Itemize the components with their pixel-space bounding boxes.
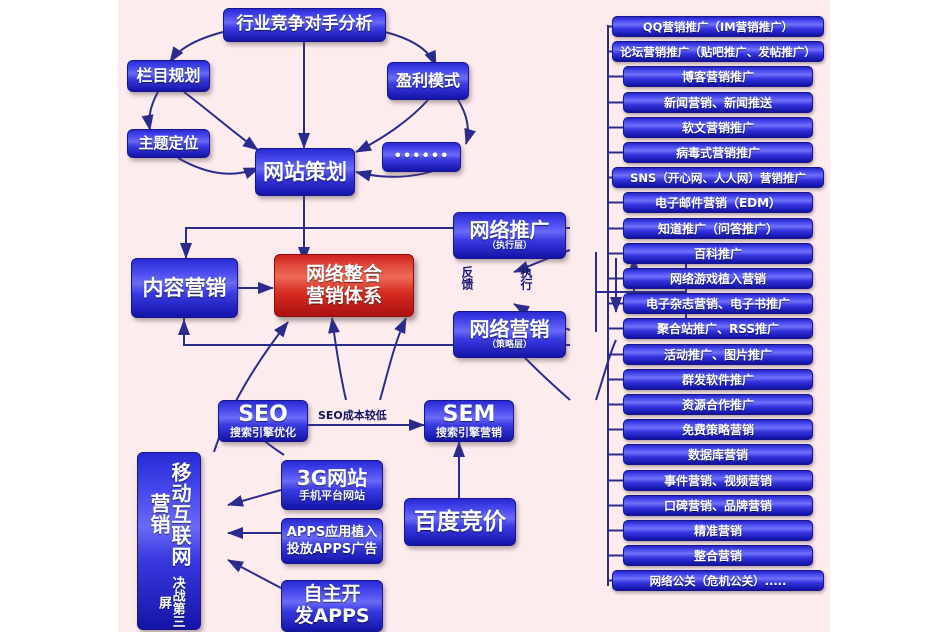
channel-item-label: 活动推广、图片推广 <box>663 348 772 362</box>
node-ellipsis[interactable]: •••••• <box>382 142 461 172</box>
node-competitor-analysis[interactable]: 行业竞争对手分析 <box>223 8 386 42</box>
channel-item-label: 新闻营销、新闻推送 <box>663 96 772 110</box>
channel-item[interactable]: 数据库营销 <box>623 444 813 465</box>
channel-item[interactable]: SNS（开心网、人人网）营销推广 <box>612 167 824 188</box>
node-label: 内容营销 <box>142 275 227 300</box>
node-label: •••••• <box>393 149 450 165</box>
channel-item-label: 论坛营销推广（贴吧推广、发帖推广） <box>620 44 816 59</box>
channel-item[interactable]: 口碑营销、品牌营销 <box>623 495 813 516</box>
node-seo[interactable]: SEO 搜索引擎优化 <box>218 400 308 442</box>
channel-item-label: 软文营销推广 <box>681 121 754 135</box>
node-label: 网站策划 <box>263 159 347 184</box>
node-apps-embed[interactable]: APPS应用植入 投放APPS广告 <box>281 518 383 564</box>
channel-item[interactable]: 软文营销推广 <box>623 117 813 138</box>
label-execute: 执行 <box>519 266 533 290</box>
node-label: SEO <box>238 402 288 428</box>
node-label: 主题定位 <box>138 133 199 152</box>
label-seo-cost: SEO成本较低 <box>318 409 387 422</box>
channel-item[interactable]: 网络公关（危机公关）..... <box>612 570 824 591</box>
node-sublabel: （策略层） <box>486 339 532 350</box>
channel-item[interactable]: 知道推广（问答推广） <box>623 218 813 239</box>
node-sublabel: （执行层） <box>486 240 532 251</box>
node-sublabel: 搜索引擎优化 <box>230 426 296 440</box>
node-sublabel: 决战第三屏 <box>156 576 185 629</box>
node-site-planning[interactable]: 网站策划 <box>255 148 355 196</box>
channel-item-label: 网络公关（危机公关）..... <box>649 573 787 588</box>
channel-item-label: 精准营销 <box>693 524 742 538</box>
node-label: 网络推广 <box>469 217 550 242</box>
node-sublabel: 手机平台网站 <box>299 489 365 503</box>
channel-item[interactable]: 百科推广 <box>623 243 813 264</box>
channel-item[interactable]: 网络游戏植入营销 <box>623 268 813 289</box>
channel-item[interactable]: 电子邮件营销（EDM） <box>623 192 813 213</box>
channel-item-label: QQ营销推广（IM营销推广） <box>642 19 794 34</box>
node-network-promotion[interactable]: 网络推广 （执行层） <box>453 212 566 259</box>
channel-item-label: SNS（开心网、人人网）营销推广 <box>630 170 806 185</box>
channel-item-label: 资源合作推广 <box>681 398 754 412</box>
node-label: 行业竞争对手分析 <box>236 14 373 35</box>
channel-item[interactable]: 事件营销、视频营销 <box>623 470 813 491</box>
channel-item[interactable]: 聚合站推广、RSS推广 <box>623 318 813 339</box>
node-label: 网络营销 <box>469 316 550 341</box>
apps-line-2: 投放APPS广告 <box>286 541 378 557</box>
devapps-line-2: 发APPS <box>294 605 370 627</box>
channel-item[interactable]: 精准营销 <box>623 520 813 541</box>
node-label: SEM <box>442 402 496 428</box>
devapps-line-1: 自主开 <box>303 583 361 606</box>
channel-item[interactable]: 论坛营销推广（贴吧推广、发帖推广） <box>612 41 824 62</box>
channel-item[interactable]: 资源合作推广 <box>623 394 813 415</box>
node-network-marketing[interactable]: 网络营销 （策略层） <box>453 311 566 358</box>
apps-line-1: APPS应用植入 <box>286 524 378 540</box>
node-label: 栏目规划 <box>136 65 201 85</box>
node-self-developed-apps[interactable]: 自主开 发APPS <box>281 580 383 632</box>
node-label: 百度竞价 <box>414 508 506 535</box>
node-content-marketing[interactable]: 内容营销 <box>131 258 238 318</box>
node-mobile-internet-marketing[interactable]: 移动互联网营销 决战第三屏 <box>137 452 201 630</box>
node-profit-model[interactable]: 盈利模式 <box>387 62 469 100</box>
channel-item[interactable]: QQ营销推广（IM营销推广） <box>612 16 824 37</box>
channel-item-label: 知道推广（问答推广） <box>657 222 778 236</box>
channel-item-label: 整合营销 <box>693 549 742 563</box>
channel-item-label: 聚合站推广、RSS推广 <box>657 322 779 336</box>
center-line-1: 网络整合 <box>305 262 382 285</box>
channel-item-label: 电子杂志营销、电子书推广 <box>645 297 790 311</box>
channel-item-label: 百科推广 <box>693 247 742 261</box>
channel-item[interactable]: 新闻营销、新闻推送 <box>623 92 813 113</box>
channel-item-label: 事件营销、视频营销 <box>663 474 772 488</box>
node-baidu-bidding[interactable]: 百度竞价 <box>404 498 516 546</box>
node-label: 移动互联网营销 <box>147 461 192 567</box>
node-column-planning[interactable]: 栏目规划 <box>127 60 210 92</box>
channel-item-label: 电子邮件营销（EDM） <box>654 196 782 210</box>
channel-item-label: 数据库营销 <box>687 448 748 462</box>
channel-item[interactable]: 整合营销 <box>623 545 813 566</box>
channel-item-label: 口碑营销、品牌营销 <box>663 499 772 513</box>
node-integrated-marketing-system[interactable]: 网络整合 营销体系 <box>274 254 414 317</box>
channel-item[interactable]: 病毒式营销推广 <box>623 142 813 163</box>
channel-item-label: 博客营销推广 <box>681 70 754 84</box>
node-theme-positioning[interactable]: 主题定位 <box>127 129 210 158</box>
node-sem[interactable]: SEM 搜索引擎营销 <box>424 400 514 442</box>
channel-item-label: 病毒式营销推广 <box>675 146 760 160</box>
channel-item[interactable]: 群发软件推广 <box>623 369 813 390</box>
node-label: 3G网站 <box>296 466 368 491</box>
channel-item[interactable]: 电子杂志营销、电子书推广 <box>623 293 813 314</box>
channel-item-label: 群发软件推广 <box>681 373 754 387</box>
diagram-canvas: 行业竞争对手分析 栏目规划 盈利模式 主题定位 •••••• 网站策划 内容营销… <box>118 0 830 632</box>
channel-item[interactable]: 活动推广、图片推广 <box>623 344 813 365</box>
node-sublabel: 搜索引擎营销 <box>436 426 502 440</box>
center-line-2: 营销体系 <box>305 284 382 307</box>
channel-item[interactable]: 博客营销推广 <box>623 66 813 87</box>
channel-item-label: 免费策略营销 <box>681 423 754 437</box>
channel-item[interactable]: 免费策略营销 <box>623 419 813 440</box>
node-label: 盈利模式 <box>395 70 460 90</box>
channel-item-label: 网络游戏植入营销 <box>669 272 766 286</box>
label-feedback: 反馈 <box>460 266 474 290</box>
node-3g-site[interactable]: 3G网站 手机平台网站 <box>281 460 383 510</box>
